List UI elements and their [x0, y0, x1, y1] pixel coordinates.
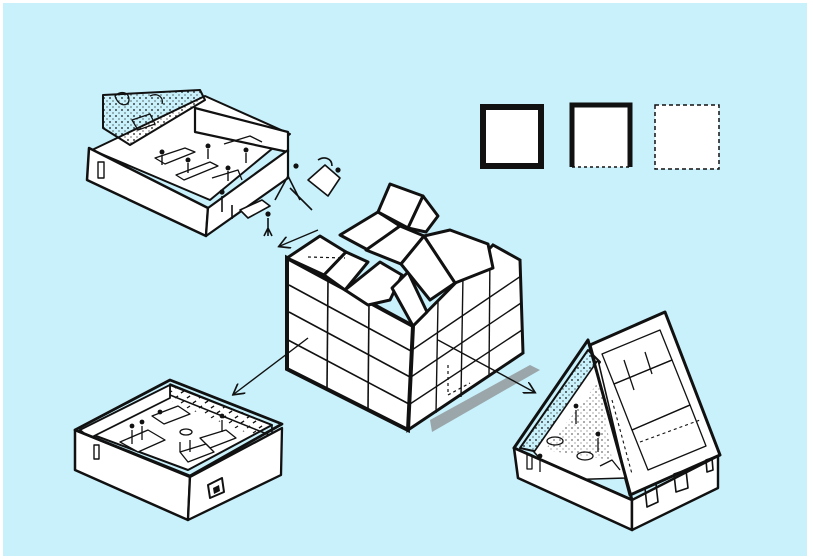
- legend: [483, 105, 719, 169]
- legend-square-partial: [571, 105, 631, 167]
- legend-square-solid: [483, 107, 541, 166]
- legend-square-dashed: [655, 105, 719, 169]
